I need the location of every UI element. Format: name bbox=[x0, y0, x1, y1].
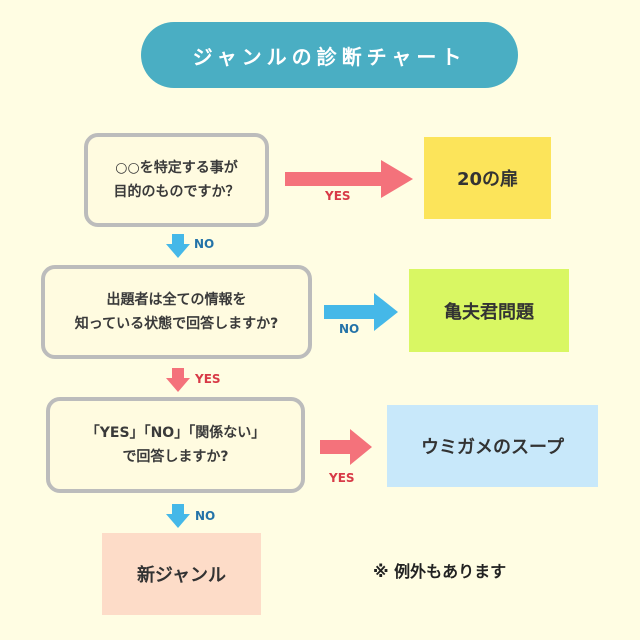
result-umigame-soup: ウミガメのスープ bbox=[387, 405, 598, 487]
question-2-line-2: 知っている状態で回答しますか? bbox=[74, 316, 279, 332]
question-3-line-1: 「YES」「NO」「関係ない」 bbox=[85, 425, 266, 441]
chart-title: ジャンルの診断チャート bbox=[141, 22, 518, 88]
arrow-down-icon bbox=[166, 368, 190, 392]
exception-note: ※ 例外もあります bbox=[373, 562, 507, 581]
result-kameo-problem: 亀夫君問題 bbox=[409, 269, 569, 352]
no-arrow-shape bbox=[166, 504, 190, 528]
yes-arrow-shape bbox=[166, 368, 190, 392]
yes-arrow-shape bbox=[285, 160, 413, 198]
question-1-line-1: ○○を特定する事が bbox=[115, 160, 238, 176]
q1-no-label: NO bbox=[194, 237, 215, 251]
arrow-right-icon bbox=[324, 293, 398, 331]
question-2-line-1: 出題者は全ての情報を bbox=[106, 292, 247, 308]
no-arrow-shape bbox=[166, 234, 190, 258]
question-3-line-2: で回答しますか? bbox=[122, 449, 229, 465]
yes-arrow-shape bbox=[320, 429, 372, 465]
question-box-3: 「YES」「NO」「関係ない」 で回答しますか? bbox=[46, 397, 305, 493]
q1-yes-label: YES bbox=[325, 189, 351, 203]
no-arrow-shape bbox=[324, 293, 398, 331]
arrow-down-icon bbox=[166, 234, 190, 258]
arrow-right-icon bbox=[285, 160, 413, 198]
result-20-doors: 20の扉 bbox=[424, 137, 551, 219]
q2-yes-label: YES bbox=[195, 372, 221, 386]
q2-no-label: NO bbox=[339, 322, 360, 336]
arrow-right-icon bbox=[320, 429, 372, 465]
question-box-1: ○○を特定する事が 目的のものですか？ bbox=[84, 133, 269, 227]
result-new-genre: 新ジャンル bbox=[102, 533, 261, 615]
arrow-down-icon bbox=[166, 504, 190, 528]
question-box-2: 出題者は全ての情報を 知っている状態で回答しますか? bbox=[41, 265, 312, 359]
question-1-line-2: 目的のものですか？ bbox=[113, 184, 240, 200]
q3-no-label: NO bbox=[195, 509, 216, 523]
q3-yes-label: YES bbox=[329, 471, 355, 485]
